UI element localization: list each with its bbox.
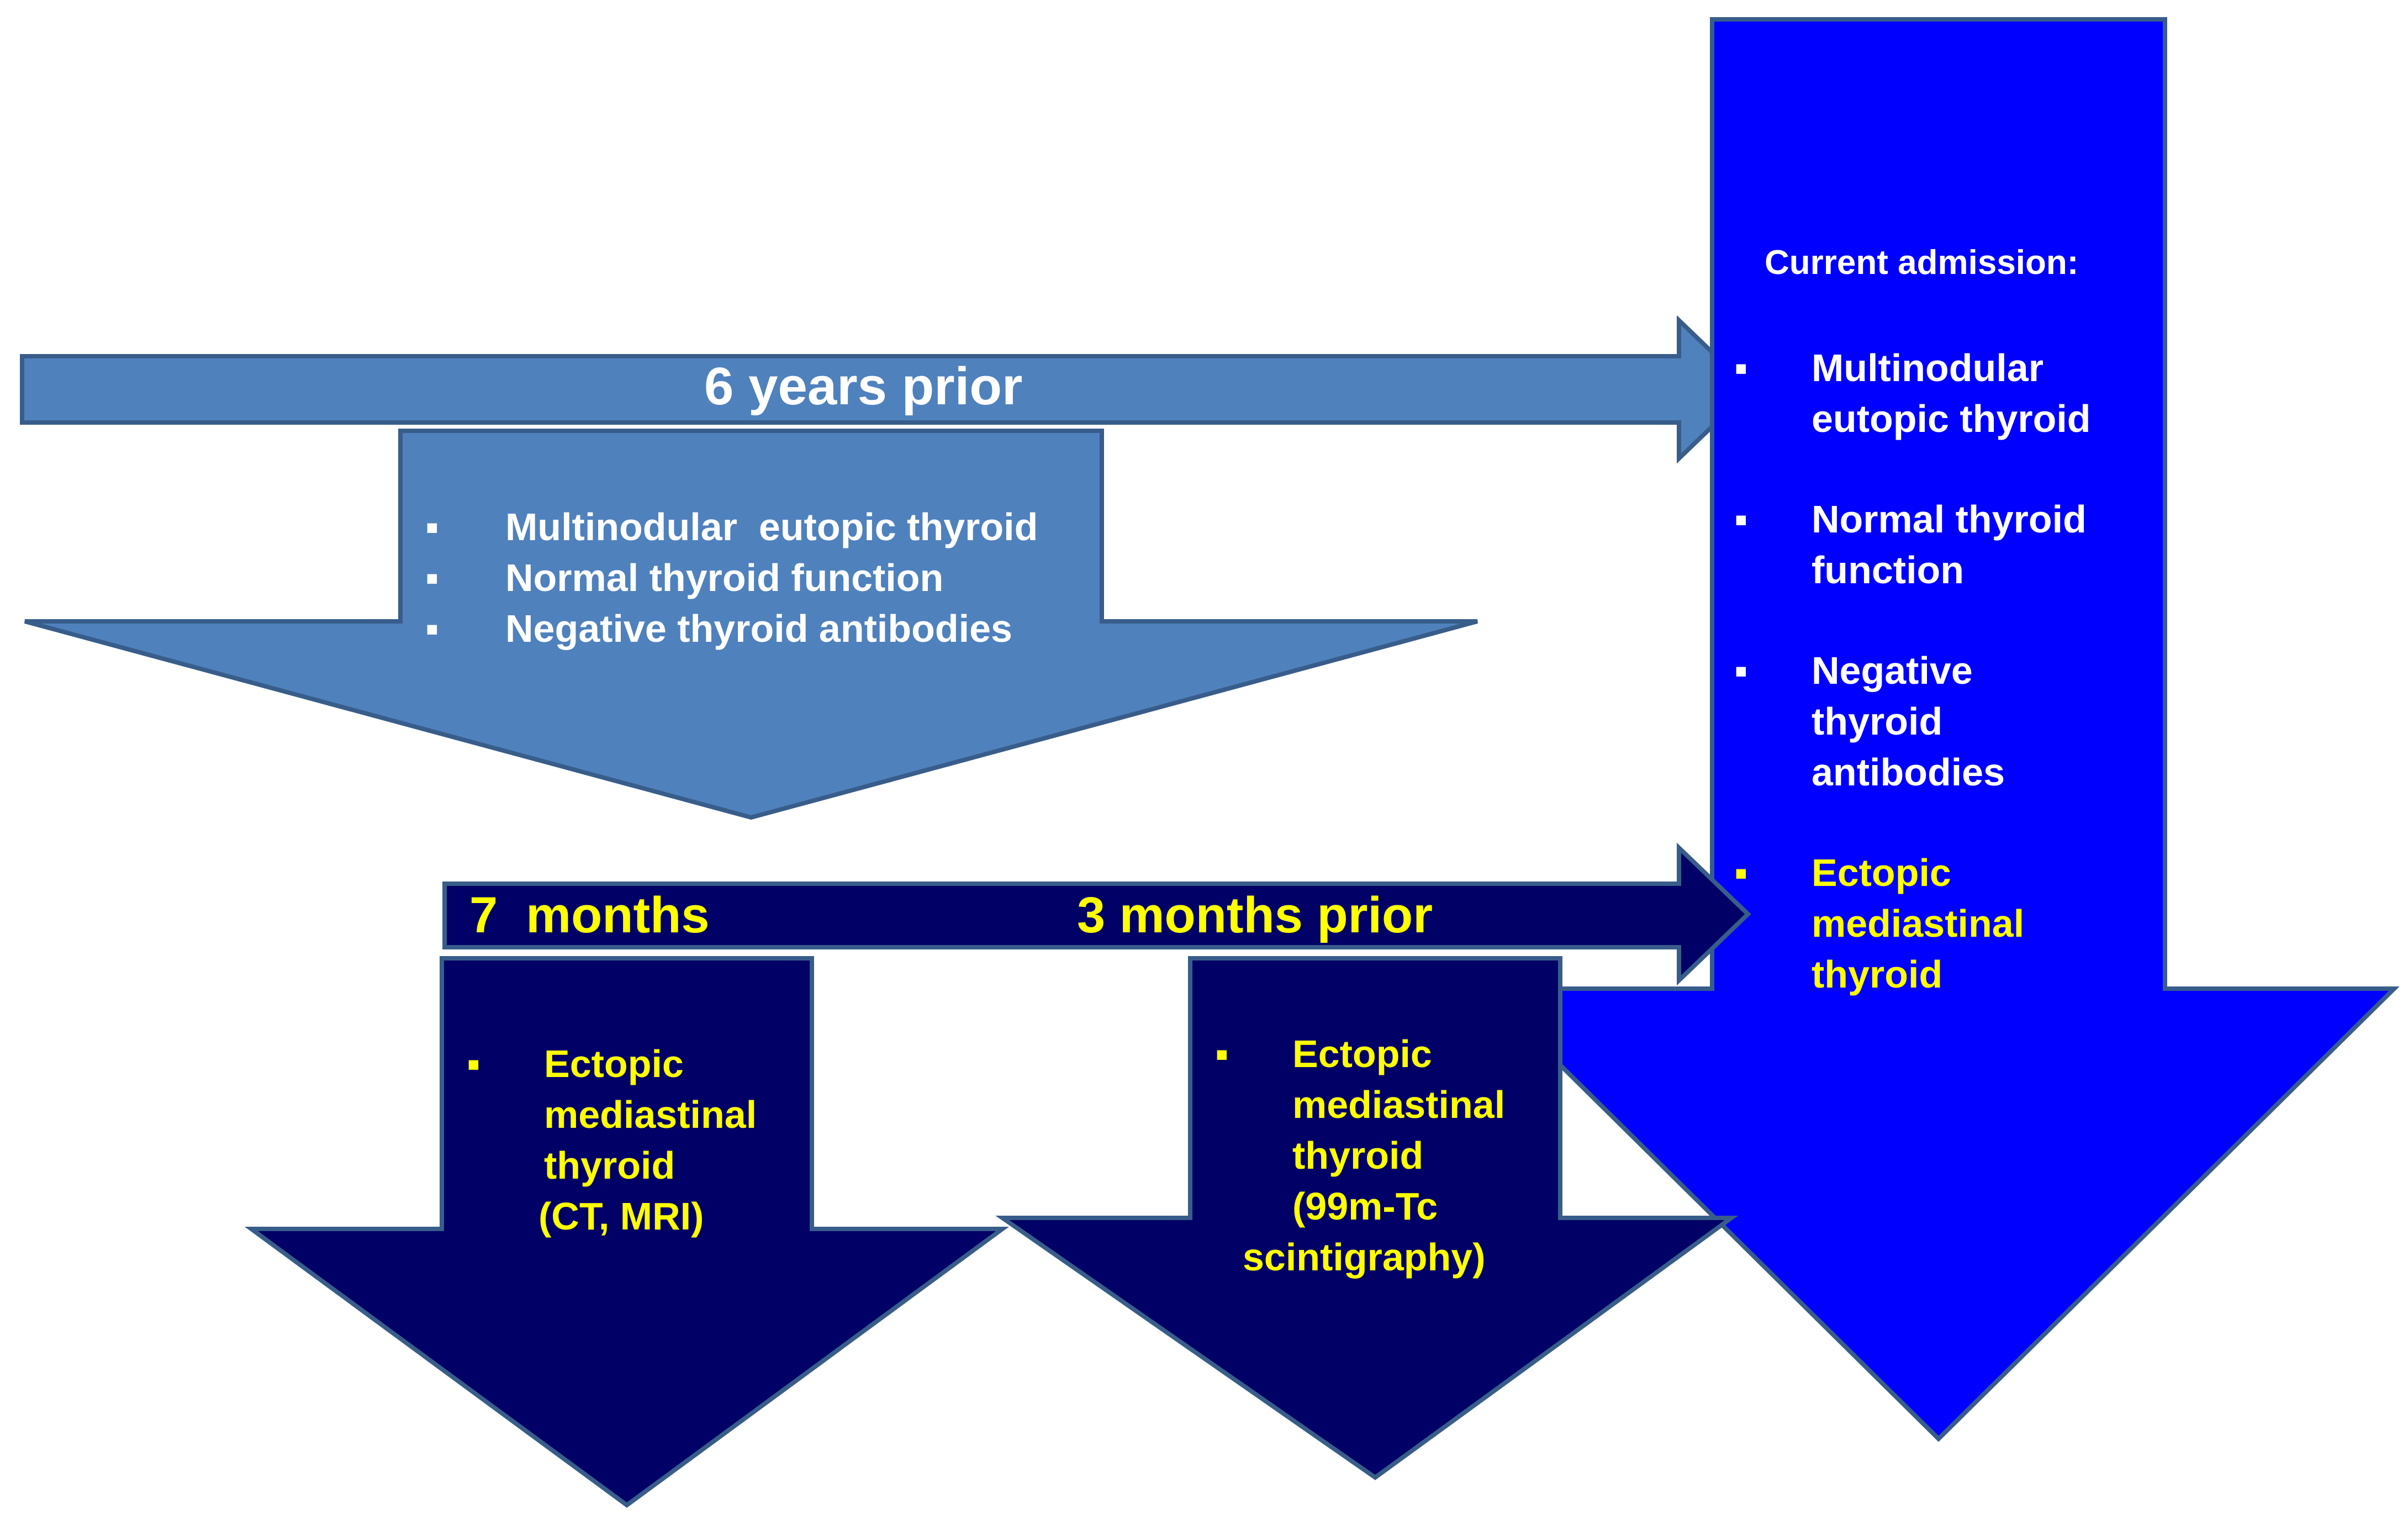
bullet-icon: ▪ xyxy=(1734,498,1748,541)
right-arrow-months-timeline xyxy=(442,842,1751,986)
bullet-icon: ▪ xyxy=(467,1042,480,1085)
finding-line: Negative xyxy=(1812,649,1973,692)
list-item: ▪ Normal thyroid function xyxy=(425,552,1116,603)
current-admission-title: Current admission: xyxy=(1765,244,2079,282)
bullet-icon: ▪ xyxy=(1215,1032,1229,1075)
down-arrow-7-months xyxy=(244,956,1010,1508)
label-7-months: 7 months xyxy=(469,887,710,943)
bullet-icon: ▪ xyxy=(1734,851,1748,894)
finding-line: Multinodular xyxy=(1812,346,2043,389)
finding-line: Ectopic xyxy=(1292,1032,1432,1075)
finding-line: function xyxy=(1812,548,1965,592)
finding-line: Ectopic xyxy=(1812,851,1951,894)
finding-line: (99m-Tc xyxy=(1292,1185,1438,1228)
findings-3-months: ▪ Ectopic mediastinal thyroid (99m-Tc sc… xyxy=(1215,1028,1569,1282)
list-item: ▪ Ectopic mediastinal thyroid xyxy=(1734,847,2165,1000)
bullet-icon: ▪ xyxy=(425,505,439,548)
findings-6-years-list: ▪ Multinodular eutopic thyroid ▪ Normal … xyxy=(425,502,1116,654)
finding-line: thyroid xyxy=(1812,953,1943,996)
finding-line: antibodies xyxy=(1812,751,2005,794)
finding-line: mediastinal xyxy=(1292,1083,1506,1126)
bullet-icon: ▪ xyxy=(425,607,439,650)
current-admission-findings: ▪ Multinodular eutopic thyroid ▪ Normal … xyxy=(1734,342,2165,1000)
down-arrow-3-months xyxy=(995,956,1739,1480)
findings-7-months: ▪ Ectopic mediastinal thyroid (CT, MRI) xyxy=(467,1038,809,1242)
bullet-icon: ▪ xyxy=(1734,649,1748,692)
finding-line: thyroid xyxy=(1292,1134,1424,1177)
bullet-icon: ▪ xyxy=(425,556,439,599)
finding-line: mediastinal xyxy=(544,1093,757,1136)
finding-text: Negative thyroid antibodies xyxy=(505,607,1012,650)
list-item: ▪ Negative thyroid antibodies xyxy=(1734,645,2165,798)
bullet-icon: ▪ xyxy=(1734,346,1748,389)
finding-line: thyroid xyxy=(1812,700,1943,743)
finding-line: Ectopic xyxy=(544,1042,684,1085)
list-item: ▪ Normal thyroid function xyxy=(1734,494,2165,595)
finding-text: Normal thyroid function xyxy=(505,556,944,599)
down-arrow-current-admission xyxy=(1477,17,2400,1442)
list-item: ▪ Multinodular eutopic thyroid xyxy=(1734,342,2165,444)
label-3-months-prior: 3 months prior xyxy=(1077,887,1433,943)
modality-text: (CT, MRI) xyxy=(538,1195,704,1238)
finding-line: mediastinal xyxy=(1812,902,2025,945)
finding-line: thyroid xyxy=(544,1144,675,1187)
finding-line: eutopic thyroid xyxy=(1812,397,2091,440)
down-arrow-6-years xyxy=(24,429,1478,820)
finding-text: Multinodular eutopic thyroid xyxy=(505,505,1038,548)
label-6-years-prior: 6 years prior xyxy=(704,357,1023,416)
list-item: ▪ Negative thyroid antibodies xyxy=(425,603,1116,654)
list-item: ▪ Multinodular eutopic thyroid xyxy=(425,502,1116,552)
finding-line: Normal thyroid xyxy=(1812,498,2087,541)
finding-line: scintigraphy) xyxy=(1243,1236,1486,1279)
